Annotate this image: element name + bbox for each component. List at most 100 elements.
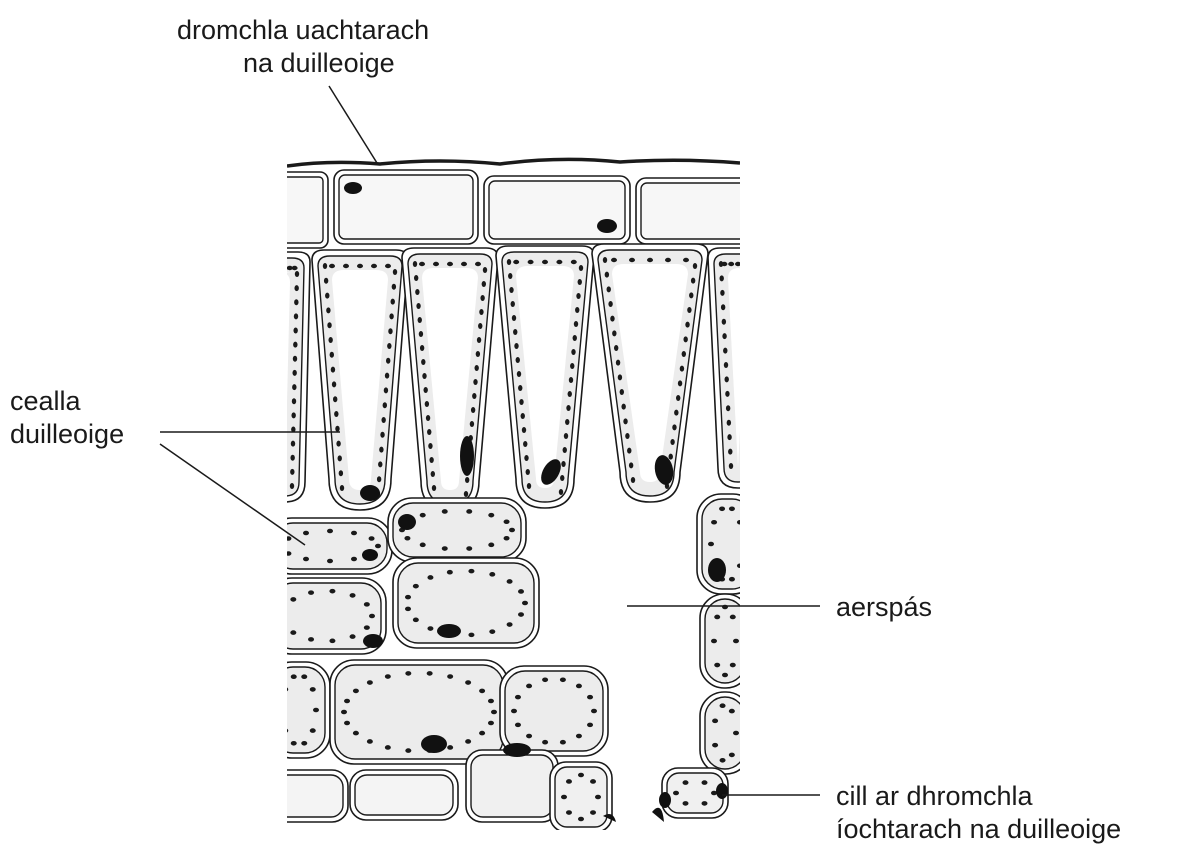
chloroplast (272, 322, 276, 328)
chloroplast (405, 671, 411, 676)
chloroplast (272, 336, 276, 342)
chloroplast (473, 379, 477, 385)
chloroplast (290, 469, 294, 475)
chloroplast (393, 269, 397, 275)
chloroplast (517, 371, 521, 377)
chloroplast (629, 258, 635, 262)
chloroplast (569, 377, 573, 383)
chloroplast (328, 337, 332, 343)
cell-drawing (260, 159, 768, 832)
spongy-mesophyll-cell-inner-wall (505, 671, 603, 751)
chloroplast (442, 509, 448, 514)
chloroplast (427, 429, 431, 435)
nucleus (362, 549, 378, 561)
chloroplast (353, 689, 359, 694)
chloroplast (629, 462, 633, 468)
chloroplast (560, 475, 564, 481)
chloroplast (420, 345, 424, 351)
chloroplast (730, 615, 736, 620)
chloroplast (631, 477, 635, 483)
chloroplast (353, 731, 359, 736)
chloroplast (721, 262, 727, 266)
chloroplast (719, 507, 725, 512)
chloroplast (385, 373, 389, 379)
chloroplast (294, 299, 298, 305)
chloroplast (590, 810, 596, 815)
chloroplast (276, 477, 280, 483)
chloroplast (274, 406, 278, 412)
chloroplast (385, 674, 391, 679)
chloroplast (405, 607, 411, 612)
chloroplast (274, 392, 278, 398)
chloroplast (737, 563, 743, 568)
chloroplast (727, 434, 731, 440)
chloroplast (576, 684, 582, 689)
chloroplast (714, 663, 720, 668)
chloroplast (542, 678, 548, 683)
chloroplast (313, 708, 319, 713)
label-leaf-cells: cealla duilleoige (10, 385, 124, 451)
chloroplast (722, 333, 726, 339)
chloroplast (350, 634, 356, 639)
chloroplast (471, 407, 475, 413)
chloroplast (442, 546, 448, 551)
chloroplast (380, 432, 384, 438)
chloroplast (338, 455, 342, 461)
chloroplast (290, 455, 294, 461)
label-lower-surface-cell-line1: cill ar dhromchla (836, 780, 1121, 813)
chloroplast (427, 671, 433, 676)
chloroplast (386, 358, 390, 364)
chloroplast (332, 381, 336, 387)
chloroplast (702, 801, 708, 806)
chloroplast (566, 405, 570, 411)
chloroplast (515, 695, 521, 700)
nucleus (708, 558, 726, 582)
nucleus (421, 735, 447, 753)
chloroplast (620, 389, 624, 395)
chloroplast (325, 293, 329, 299)
chloroplast (419, 331, 423, 337)
chloroplast (513, 260, 519, 264)
chloroplast (611, 258, 617, 262)
chloroplast (341, 710, 347, 715)
chloroplast (465, 477, 469, 483)
chloroplast (279, 708, 285, 713)
chloroplast (405, 595, 411, 600)
chloroplast (512, 315, 516, 321)
chloroplast (743, 469, 747, 475)
chloroplast (330, 352, 334, 358)
chloroplast (472, 393, 476, 399)
nucleus (503, 743, 531, 757)
chloroplast (524, 455, 528, 461)
chloroplast (329, 639, 335, 644)
chloroplast (683, 336, 687, 342)
chloroplast (303, 531, 309, 536)
chloroplast (748, 368, 752, 374)
chloroplast (507, 579, 513, 584)
chloroplast (466, 509, 472, 514)
chloroplast (371, 264, 377, 268)
chloroplast (367, 739, 373, 744)
lower-epidermis-cell-inner-wall (471, 755, 553, 817)
chloroplast (605, 272, 609, 278)
chloroplast (574, 321, 578, 327)
chloroplast (273, 350, 277, 356)
chloroplast (413, 261, 417, 267)
chloroplast (479, 309, 483, 315)
chloroplast (724, 362, 728, 368)
chloroplast (427, 626, 433, 631)
label-upper-surface: dromchla uachtarach na duilleoige (177, 14, 429, 80)
chloroplast (478, 323, 482, 329)
chloroplast (507, 622, 513, 627)
chloroplast (556, 260, 562, 264)
chloroplast (587, 695, 593, 700)
chloroplast (468, 633, 474, 638)
chloroplast (647, 258, 653, 262)
dark-mark (652, 808, 664, 822)
chloroplast (335, 426, 339, 432)
nucleus (597, 219, 617, 233)
chloroplast (729, 507, 735, 512)
chloroplast (324, 278, 328, 284)
chloroplast (414, 275, 418, 281)
chloroplast (720, 758, 726, 763)
